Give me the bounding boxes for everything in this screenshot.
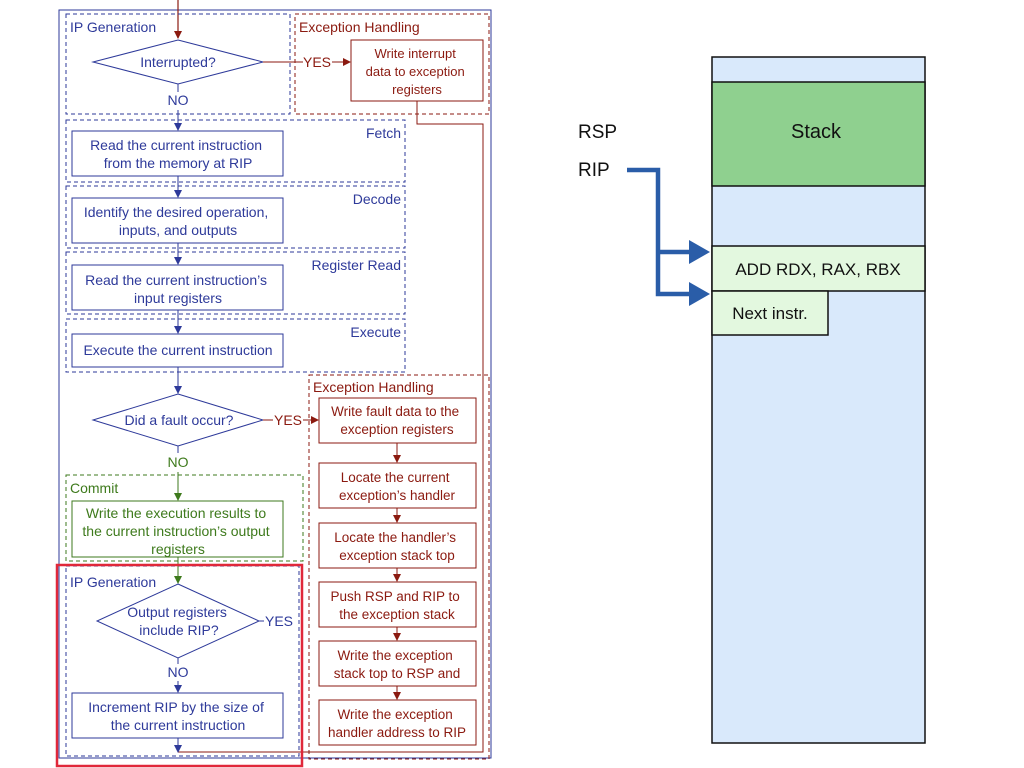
register-read-text: Read the current instruction’s input reg… [85,272,271,306]
fault-yes: YES [274,412,302,428]
flow-outer-frame [58,9,492,759]
ip-generation-bottom-title: IP Generation [70,574,156,590]
increment-step-box [71,692,284,739]
fetch-stage-box [65,119,406,183]
exc-step-4-text: Push RSP and RIP to the exception stack [330,589,463,622]
decode-stage-box [65,185,406,249]
highlight-box [55,563,304,768]
fetch-text: Read the current instruction from the me… [90,137,266,171]
rip-label: RIP [578,160,610,181]
ip-generation-bottom-box [65,565,300,757]
ip-generation-top-title: IP Generation [70,19,156,35]
fetch-title: Fetch [366,125,401,141]
decode-text: Identify the desired operation, inputs, … [84,204,272,238]
write-interrupt-text: Write interrupt data to exception regist… [366,46,469,97]
execute-stage-box [65,318,406,373]
commit-stage-box [65,474,304,562]
rip-arrowhead-current [689,240,710,264]
exc-step-6-text: Write the exception handler address to R… [328,707,466,740]
output-rip-question: Output registers include RIP? [127,604,231,638]
commit-text: Write the execution results to the curre… [82,505,273,557]
register-read-title: Register Read [312,257,402,273]
exc-step-6-box [318,699,477,746]
rip-pointer-line [627,167,692,297]
stack-region [711,81,926,187]
decode-title: Decode [353,191,401,207]
output-rip-diamond [95,583,261,659]
exc-step-1-box [318,397,477,444]
current-instruction-text: ADD RDX, RAX, RBX [735,260,900,279]
stack-label: Stack [791,121,842,143]
write-interrupt-box [350,39,484,102]
exception-handling-bottom-title: Exception Handling [313,379,434,395]
output-rip-yes: YES [265,613,293,629]
fetch-step-box [71,130,284,177]
interrupted-no: NO [168,92,189,108]
interrupted-question: Interrupted? [140,54,216,70]
rsp-label: RSP [578,122,617,143]
current-instruction-cell [711,245,926,292]
execute-title: Execute [350,324,401,340]
exc-step-5-box [318,640,477,687]
execute-step-box [71,333,284,368]
exception-handling-bottom-box [308,374,490,760]
rip-arrowhead-next [689,282,710,306]
next-instruction-text: Next instr. [732,304,808,323]
interrupted-yes: YES [303,54,331,70]
exception-handling-top-title: Exception Handling [299,19,420,35]
exc-step-2-text: Locate the current exception’s handler [339,470,456,503]
output-rip-no: NO [168,664,189,680]
increment-text: Increment RIP by the size of the current… [88,699,268,733]
register-read-step-box [71,264,284,311]
exc-step-4-box [318,581,477,628]
interrupt-return-path [178,101,484,753]
commit-step-box [71,500,284,558]
decode-step-box [71,197,284,244]
exc-step-1-text: Write fault data to the exception regist… [331,404,463,437]
exc-step-3-box [318,522,477,569]
next-instruction-cell [711,290,829,336]
execute-text: Execute the current instruction [83,342,272,358]
fault-question: Did a fault occur? [125,412,234,428]
fault-no: NO [168,454,189,470]
exc-step-5-text: Write the exception stack top to RSP and [334,648,461,681]
exc-step-2-box [318,462,477,509]
register-read-stage-box [65,251,406,315]
exc-step-3-text: Locate the handler’s exception stack top [334,530,460,563]
commit-title: Commit [70,480,118,496]
